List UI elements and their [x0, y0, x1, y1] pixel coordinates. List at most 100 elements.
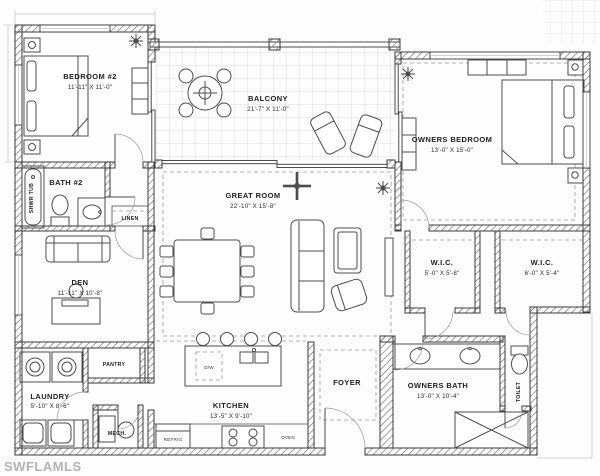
wall-segment — [364, 447, 538, 456]
door — [394, 341, 424, 371]
nightstand-icon — [23, 37, 41, 53]
wall-segment — [87, 377, 155, 384]
vanity-sink-icon — [77, 197, 106, 227]
sliding-doors — [147, 61, 403, 168]
interior-walls — [14, 159, 591, 449]
owners-bath-label: OWNERS BATH — [408, 381, 469, 390]
door — [505, 310, 531, 336]
sliding-door — [394, 63, 403, 163]
wall-segment — [14, 225, 111, 232]
patio-table-icon — [178, 68, 232, 118]
wall-segment — [82, 347, 89, 393]
double-vanity-icon — [392, 343, 501, 370]
wall-segment — [454, 307, 481, 314]
wall-segment — [92, 404, 99, 449]
ceiling-fan-icon — [283, 172, 311, 200]
owners-bath-dims: 13'-0" X 10'-4" — [417, 393, 459, 400]
balcony-furniture — [178, 68, 383, 158]
dresser-icon — [467, 59, 527, 76]
wall-segment — [521, 405, 532, 412]
mech-label: MECH. — [108, 431, 126, 437]
coffee-table-icon — [333, 227, 362, 274]
dimension-lines — [4, 10, 593, 459]
windows — [14, 24, 591, 316]
laundry-tub-icon — [47, 419, 75, 447]
window — [14, 254, 23, 316]
shower-icon — [454, 411, 529, 449]
linen-label: LINEN — [121, 216, 138, 222]
media-console-icon — [384, 237, 394, 297]
kitchen-dims: 13'-5" X 9'-10" — [210, 413, 252, 420]
den-label: DEN — [71, 278, 88, 287]
nightstand-icon — [567, 59, 584, 76]
dryer-icon — [51, 351, 83, 383]
wall-segment — [147, 347, 155, 384]
entry-door — [324, 407, 366, 449]
wall-segment — [499, 405, 506, 412]
wic1-label: W.I.C. — [431, 258, 454, 267]
wall-segment — [109, 225, 116, 232]
balcony-label: BALCONY — [248, 94, 288, 103]
laundry-fixtures — [19, 351, 83, 447]
wall-segment — [14, 161, 116, 169]
mech-equipment — [98, 415, 135, 443]
wall-segment — [529, 306, 591, 314]
wall-segment — [394, 224, 402, 232]
lounge-chair-icon — [310, 111, 346, 155]
window — [582, 91, 591, 169]
owners-bedroom-label: OWNERS BEDROOM — [412, 135, 493, 144]
door-swings — [56, 133, 531, 449]
wall-segment — [142, 161, 156, 169]
laundry-tub-icon — [19, 419, 47, 447]
room-labels: BEDROOM #2 11'-11" X 11'-0" BALCONY 21'-… — [29, 72, 559, 442]
toilet-icon — [510, 345, 529, 375]
desk-icon — [51, 297, 101, 325]
wall-segment — [499, 335, 506, 412]
wall-segment — [582, 167, 591, 313]
adjacent-unit-grid — [543, 0, 600, 44]
bedroom2-label: BEDROOM #2 — [63, 72, 117, 81]
kitchen-island-icon — [184, 332, 282, 387]
wic2-dims: 6'-0" X 5'-4" — [525, 270, 560, 277]
den-furniture — [45, 235, 111, 325]
nightstand-icon — [567, 167, 584, 184]
loveseat-icon — [45, 235, 111, 263]
balcony-dims: 21'-7" X 11'-0" — [247, 106, 289, 113]
great-room-furniture — [159, 172, 394, 315]
lounge-chair-icon — [349, 114, 383, 158]
shwr-tub-label: SHWR TUB — [29, 183, 35, 213]
sliding-door — [147, 61, 156, 163]
kitchen-fixtures — [154, 332, 308, 449]
nightstand-icon — [23, 139, 41, 155]
wall-segment — [147, 409, 155, 449]
sofa-icon — [290, 219, 325, 313]
owners-bath-fixtures — [392, 343, 529, 449]
mls-watermark: SWFLAMLS — [4, 459, 82, 474]
oven-label: OVEN — [281, 435, 295, 440]
wall-segment — [379, 335, 394, 449]
armchair-icon — [330, 278, 368, 312]
window — [14, 64, 23, 126]
toilet-label: TOILET — [516, 381, 522, 402]
wall-segment — [104, 161, 111, 198]
wall-segment — [394, 161, 402, 231]
toilet-icon — [50, 194, 70, 227]
bedroom2-furniture — [23, 33, 149, 155]
sliding-door — [161, 160, 388, 168]
bath2-label: BATH #2 — [49, 178, 83, 187]
refrig-label: REFRIG — [164, 437, 183, 442]
plant-icon — [400, 66, 416, 82]
wall-segment — [92, 404, 119, 411]
wall-segment — [307, 341, 315, 449]
wall-segment — [474, 230, 481, 314]
dishwasher-icon — [195, 351, 223, 381]
door — [114, 230, 144, 260]
wic1-dims: 5'-0" X 5'-8" — [425, 270, 460, 277]
wall-segment — [394, 51, 402, 65]
wall-segment — [14, 447, 326, 456]
dw-label: D/W — [204, 365, 214, 370]
slider-post — [386, 159, 396, 169]
door — [117, 406, 141, 430]
